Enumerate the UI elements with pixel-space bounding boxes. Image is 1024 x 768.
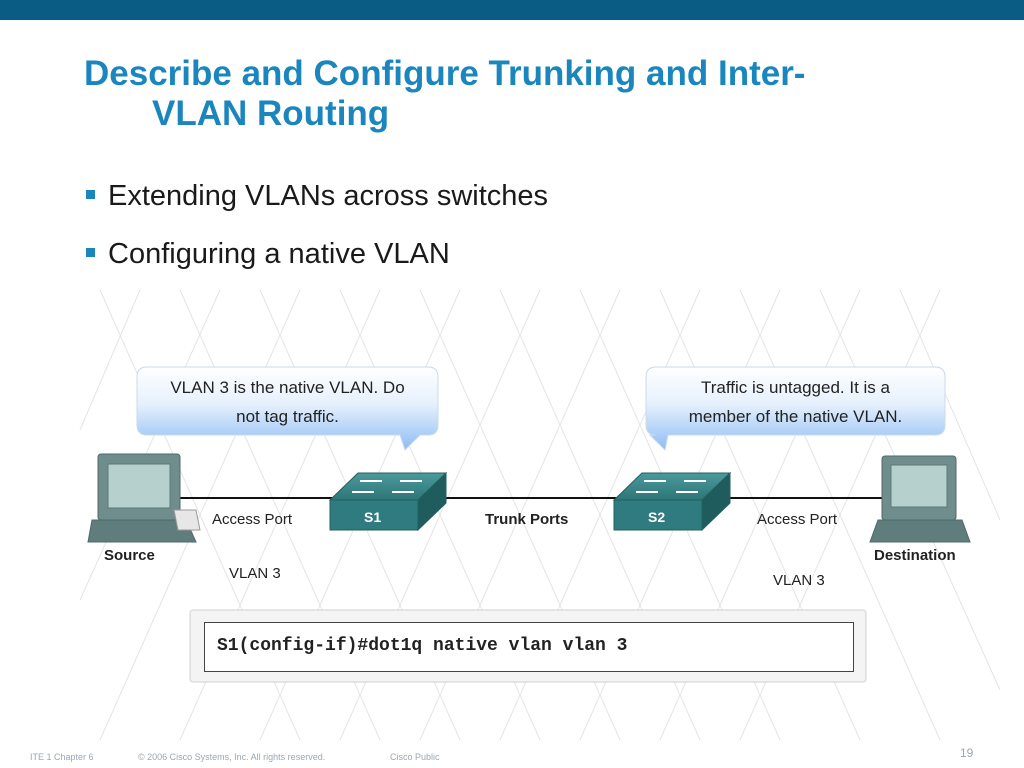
- switch-s2-icon: [612, 471, 732, 532]
- destination-label: Destination: [874, 547, 956, 564]
- bullet-list: Extending VLANs across switches Configur…: [84, 176, 548, 292]
- switch-s1-label: S1: [364, 509, 382, 525]
- switch-s2-label: S2: [648, 509, 666, 525]
- footer-copyright: © 2006 Cisco Systems, Inc. All rights re…: [138, 752, 326, 762]
- footer-classification: Cisco Public: [390, 752, 440, 762]
- access-port-right-label: Access Port: [757, 511, 838, 528]
- slide-title: Describe and Configure Trunking and Inte…: [84, 54, 984, 134]
- switch-s1-icon: [328, 471, 448, 532]
- callout-left-text: VLAN 3 is the native VLAN. Do not tag tr…: [137, 373, 438, 431]
- callout-right-line2: member of the native VLAN.: [688, 407, 903, 426]
- trunk-ports-label: Trunk Ports: [485, 511, 569, 528]
- callout-left-line2: not tag traffic.: [236, 407, 339, 426]
- access-port-left-label: Access Port: [212, 511, 293, 528]
- callout-right: [645, 366, 946, 452]
- source-computer-icon: [87, 453, 201, 543]
- vlan-right-label: VLAN 3: [773, 572, 825, 589]
- callout-left-line1: VLAN 3 is the native VLAN. Do: [170, 378, 405, 397]
- destination-computer-icon: [869, 455, 971, 543]
- bullet-item: Extending VLANs across switches: [84, 176, 548, 234]
- footer-chapter: ITE 1 Chapter 6: [30, 752, 94, 762]
- vlan-left-label: VLAN 3: [229, 565, 281, 582]
- callout-right-line1: Traffic is untagged. It is a: [701, 378, 890, 397]
- title-line-1: Describe and Configure Trunking and Inte…: [84, 54, 806, 93]
- source-label: Source: [104, 547, 155, 564]
- callout-left: [136, 366, 439, 451]
- bullet-item: Configuring a native VLAN: [84, 234, 548, 292]
- title-line-2: VLAN Routing: [152, 94, 390, 133]
- cli-command-box: S1(config-if)#dot1q native vlan vlan 3: [204, 622, 854, 672]
- callout-right-text: Traffic is untagged. It is a member of t…: [646, 373, 945, 431]
- top-bar: [0, 0, 1024, 20]
- cli-command: S1(config-if)#dot1q native vlan vlan 3: [217, 636, 628, 656]
- page-number: 19: [960, 746, 974, 760]
